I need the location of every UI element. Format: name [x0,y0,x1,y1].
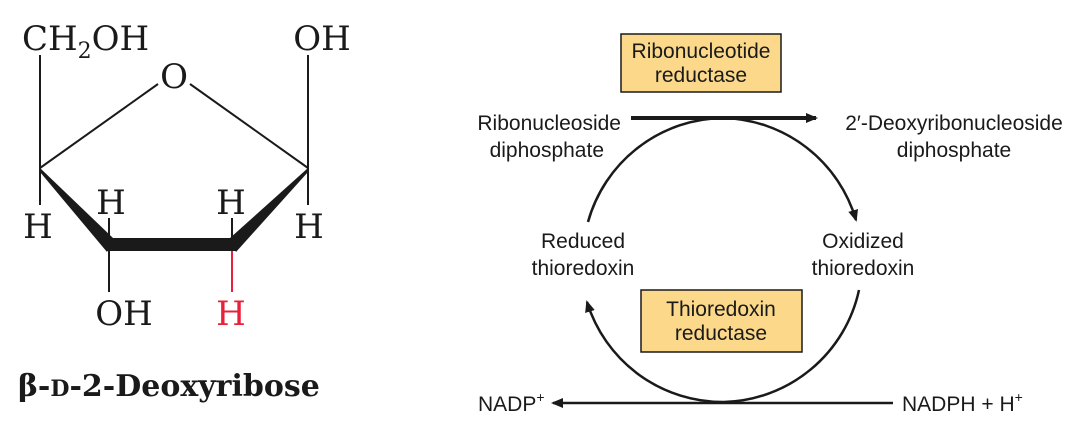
c4-h-label: H [23,207,53,247]
ring-o-c1-bond [189,83,309,169]
c3-upper-h-label: H [96,183,126,223]
thioredoxin-reductase-line2: reductase [675,322,767,345]
cycle-right-arc [723,116,858,222]
c1-h-label: H [294,207,324,247]
cycle-left-lower-arc [585,300,725,404]
thioredoxin-reductase-box [640,289,803,353]
c1-oh-label: OH [293,19,351,59]
reaction-cycle: Ribonucleotide reductase Thioredoxin red… [477,33,1063,416]
cycle-left-upper-arc [586,116,725,223]
product-line2: diphosphate [897,139,1011,162]
reduced-thioredoxin-line1: Reduced [541,230,625,253]
substrate-line1: Ribonucleoside [477,112,621,135]
c2-c1-wedge-bond [230,168,308,252]
nadp-label: NADP+ [478,389,545,416]
deoxyribose-structure: CH2OH O OH H H H H OH H β-D-2-Deoxyribos… [18,19,351,404]
nadph-label: NADPH + H+ [902,389,1023,416]
thioredoxin-reductase-line1: Thioredoxin [666,298,776,321]
c2-upper-h-label: H [216,183,246,223]
c4-ring-o-bond [39,83,159,169]
substrate-line2: diphosphate [490,139,604,162]
compound-name: β-D-2-Deoxyribose [18,369,320,404]
ribonucleotide-reductase-line1: Ribonucleotide [632,40,771,63]
reduced-thioredoxin-line2: thioredoxin [532,257,635,280]
cycle-right-lower-arc [723,289,861,404]
ring-oxygen-label: O [160,57,188,97]
c3-oh-label: OH [95,294,153,334]
c3-c2-bold-bond [106,238,236,251]
c4-c3-wedge-bond [40,168,113,252]
ch2oh-label: CH2OH [22,19,149,64]
c2-h-highlight-label: H [216,294,246,334]
product-line1: 2′-Deoxyribonucleoside [845,112,1063,135]
oxidized-thioredoxin-line1: Oxidized [822,230,904,253]
ribonucleotide-reductase-line2: reductase [655,64,747,87]
ribonucleotide-reductase-box [620,33,782,93]
oxidized-thioredoxin-line2: thioredoxin [812,257,915,280]
